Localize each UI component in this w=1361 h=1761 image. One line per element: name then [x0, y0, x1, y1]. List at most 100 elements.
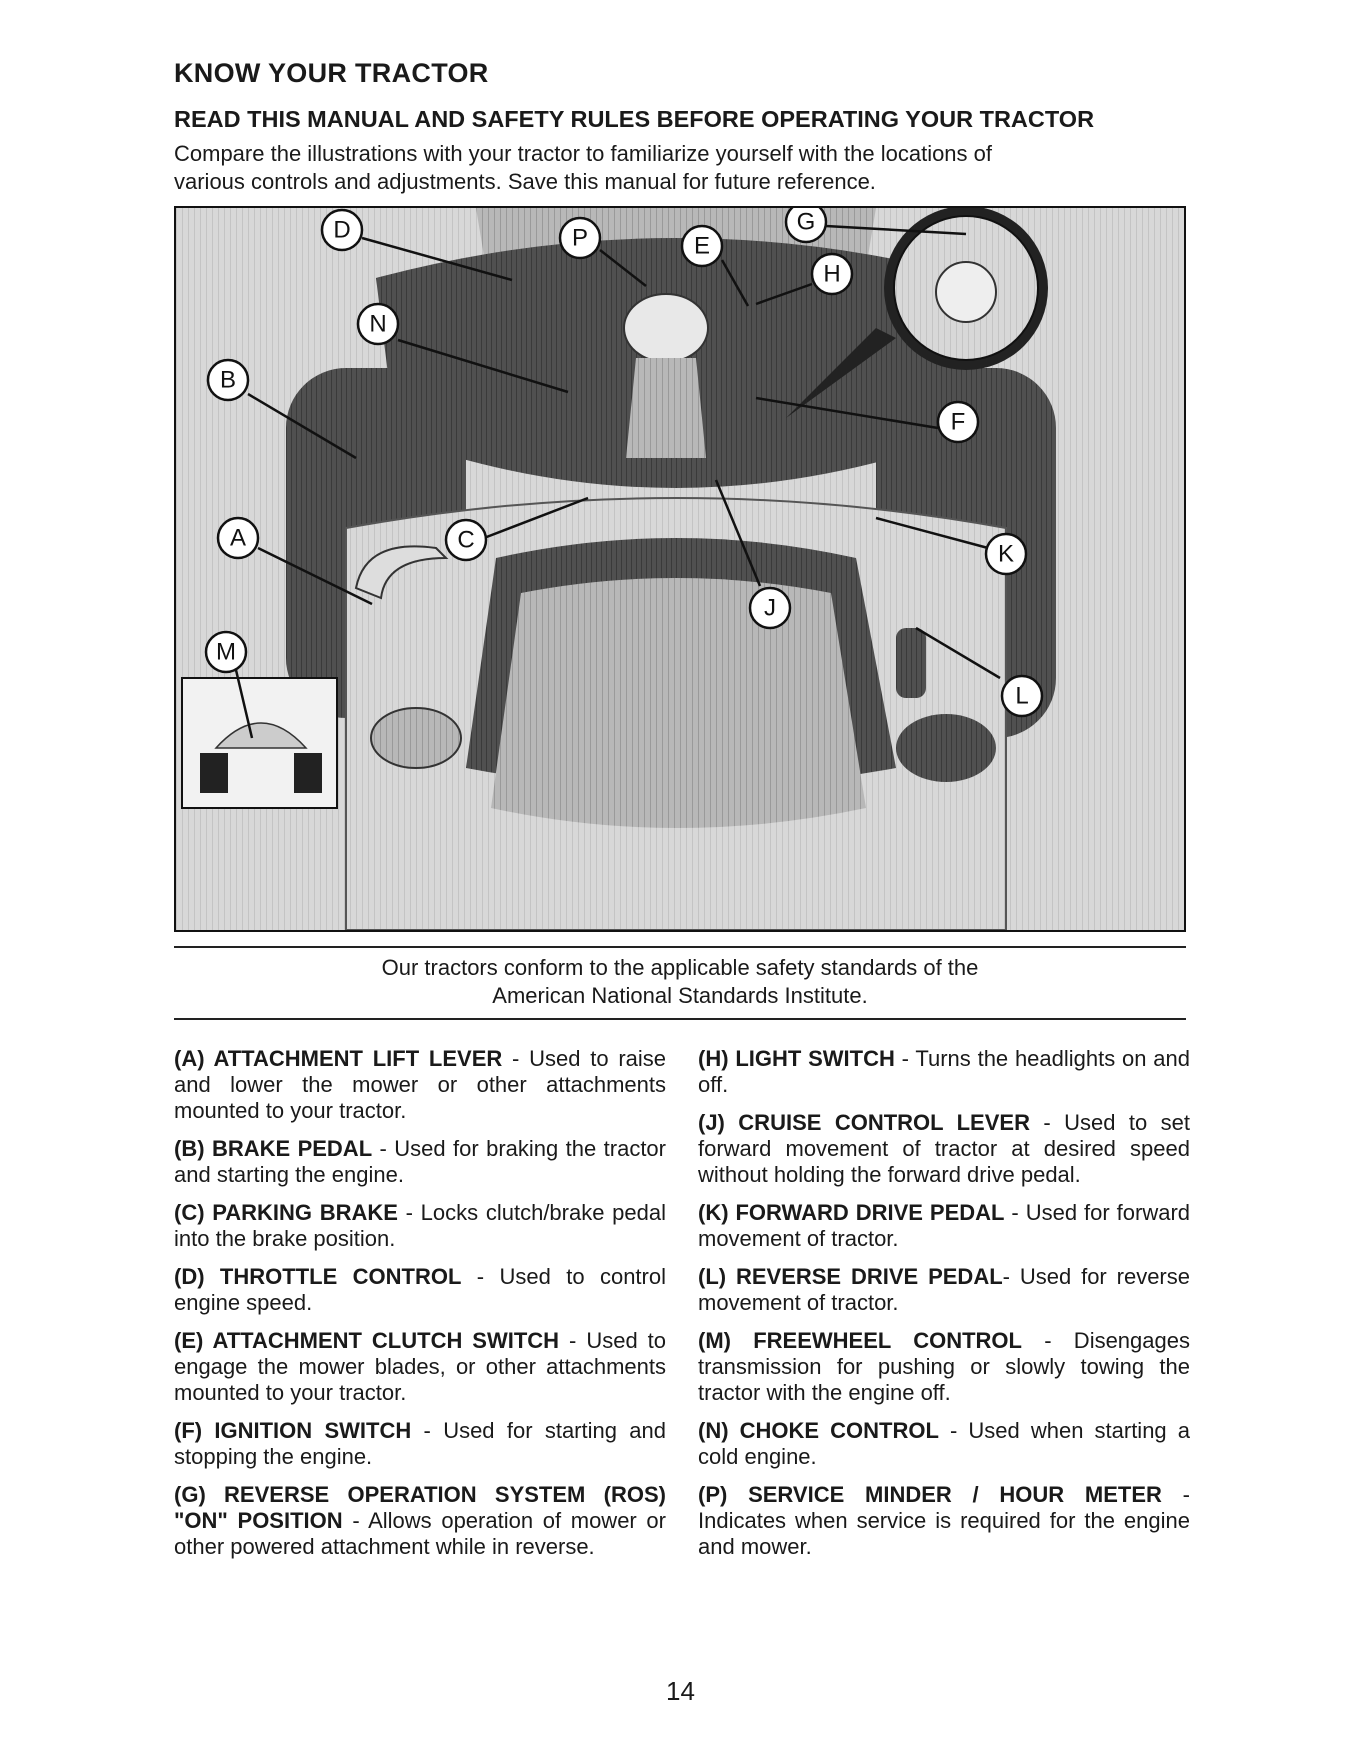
description-c-head: (C) PARKING BRAKE [174, 1200, 398, 1225]
tractor-illustration-svg: D P E G H N B F A C K J M L [176, 208, 1184, 930]
leader-p [599, 249, 647, 287]
section-subtitle: READ THIS MANUAL AND SAFETY RULES BEFORE… [174, 106, 1095, 132]
description-a-text: - Used to raise and lower the mower or o… [174, 1046, 667, 1123]
description-e: (E) ATTACHMENT CLUTCH SWITCH - Used to e… [174, 1328, 666, 1406]
caption-top-rule [174, 946, 1186, 948]
svg-text:D: D [333, 217, 350, 244]
svg-text:F: F [951, 409, 966, 436]
svg-text:J: J [764, 595, 776, 622]
description-e-head: (E) ATTACHMENT CLUTCH SWITCH [174, 1328, 560, 1353]
svg-text:P: P [572, 225, 588, 252]
description-m-text: - Disengages transmission for pushing or… [698, 1328, 1190, 1405]
svg-text:L: L [1015, 683, 1028, 710]
description-f: (F) IGNITION SWITCH - Used for starting … [174, 1418, 666, 1470]
leader-n [397, 338, 569, 394]
description-g-head: (G) REVERSE OPERATION SYSTEM (ROS) "ON" … [174, 1482, 666, 1533]
leader-a [257, 546, 373, 606]
leader-b [247, 392, 357, 460]
description-p-head: (P) SERVICE MINDER / HOUR METER [698, 1482, 1162, 1507]
description-e-text: - Used to engage the mower blades, or ot… [174, 1328, 666, 1405]
description-h: (H) LIGHT SWITCH - Turns the headlights … [698, 1046, 1190, 1098]
svg-text:E: E [694, 233, 710, 260]
description-p: (P) SERVICE MINDER / HOUR METER - Indica… [698, 1482, 1190, 1560]
freewheel-inset-left-block [200, 753, 228, 793]
leader-c [483, 496, 589, 540]
svg-text:K: K [998, 541, 1014, 568]
callout-l: L [1000, 674, 1044, 718]
description-b-head: (B) BRAKE PEDAL [174, 1136, 373, 1161]
svg-text:M: M [216, 639, 236, 666]
callout-p: P [558, 216, 602, 260]
description-j: (J) CRUISE CONTROL LEVER - Used to set f… [698, 1110, 1190, 1188]
leader-m [234, 669, 254, 739]
leader-e [720, 259, 750, 307]
callout-c: C [444, 518, 488, 562]
description-d-text: - Used to control engine speed. [174, 1264, 666, 1315]
description-l-text: - Used for reverse movement of tractor. [698, 1264, 1190, 1315]
svg-text:G: G [797, 209, 816, 236]
callout-m: M [204, 630, 248, 674]
steering-shaft [626, 358, 706, 458]
description-j-head: (J) CRUISE CONTROL LEVER [698, 1110, 1030, 1135]
svg-text:A: A [230, 525, 246, 552]
intro-line-1: Compare the illustrations with your trac… [174, 141, 993, 166]
leader-d [361, 236, 513, 282]
description-l: (L) REVERSE DRIVE PEDAL- Used for revers… [698, 1264, 1190, 1316]
page-number: 14 [666, 1676, 695, 1706]
description-f-text: - Used for starting and stopping the eng… [174, 1418, 666, 1469]
freewheel-inset-frame [214, 722, 308, 749]
caption-line-2: American National Standards Institute. [492, 983, 868, 1008]
leader-f [755, 396, 939, 430]
ignition-inset-pointer [786, 328, 896, 418]
description-l-head: (L) REVERSE DRIVE PEDAL [698, 1264, 1003, 1289]
leader-l [915, 626, 1001, 680]
ignition-key-slot [935, 261, 997, 323]
description-n-head: (N) CHOKE CONTROL [698, 1418, 939, 1443]
description-p-text: - Indicates when service is required for… [698, 1482, 1190, 1559]
description-h-head: (H) LIGHT SWITCH [698, 1046, 895, 1071]
reverse-pedal-shape [896, 714, 996, 782]
leader-k [875, 516, 989, 550]
svg-text:H: H [823, 261, 840, 288]
svg-text:N: N [369, 311, 386, 338]
figure-caption: Our tractors conform to the applicable s… [174, 954, 1186, 1010]
callout-b: B [206, 358, 250, 402]
description-c: (C) PARKING BRAKE - Locks clutch/brake p… [174, 1200, 666, 1252]
description-d-head: (D) THROTTLE CONTROL [174, 1264, 462, 1289]
brake-pedal-shape [370, 707, 462, 769]
description-j-text: - Used to set forward movement of tracto… [698, 1110, 1190, 1187]
description-g: (G) REVERSE OPERATION SYSTEM (ROS) "ON" … [174, 1482, 666, 1560]
seat-cushion [491, 578, 866, 828]
svg-text:B: B [220, 367, 236, 394]
callout-a: A [216, 516, 260, 560]
leader-g [825, 224, 967, 236]
caption-bottom-rule [174, 1018, 1186, 1020]
description-k-text: - Used for forward movement of tractor. [698, 1200, 1191, 1251]
description-n-text: - Used when starting a cold engine. [698, 1418, 1190, 1469]
description-b-text: - Used for braking the tractor and start… [174, 1136, 666, 1187]
descriptions-right-column: (H) LIGHT SWITCH - Turns the headlights … [698, 1046, 1190, 1572]
callout-e: E [680, 224, 724, 268]
intro-paragraph: Compare the illustrations with your trac… [174, 140, 1194, 196]
caption-line-1: Our tractors conform to the applicable s… [381, 955, 979, 980]
freewheel-inset-right-block [294, 753, 322, 793]
leader-j [714, 479, 762, 587]
description-m: (M) FREEWHEEL CONTROL - Disengages trans… [698, 1328, 1190, 1406]
callout-h: H [810, 252, 854, 296]
svg-text:C: C [457, 527, 474, 554]
callout-f: F [936, 400, 980, 444]
description-k-head: (K) FORWARD DRIVE PEDAL [698, 1200, 1005, 1225]
steering-column [623, 293, 709, 363]
description-g-text: - Allows operation of mower or other pow… [174, 1508, 666, 1559]
description-n: (N) CHOKE CONTROL - Used when starting a… [698, 1418, 1190, 1470]
callout-d: D [320, 208, 364, 252]
description-k: (K) FORWARD DRIVE PEDAL - Used for forwa… [698, 1200, 1190, 1252]
description-f-head: (F) IGNITION SWITCH [174, 1418, 412, 1443]
description-b: (B) BRAKE PEDAL - Used for braking the t… [174, 1136, 666, 1188]
callout-g: G [784, 208, 828, 244]
description-c-text: - Locks clutch/brake pedal into the brak… [174, 1200, 666, 1251]
intro-line-2: various controls and adjustments. Save t… [174, 169, 876, 194]
forward-pedal-shape [896, 628, 926, 698]
lift-lever-shape [354, 545, 449, 600]
leader-h [755, 282, 813, 306]
